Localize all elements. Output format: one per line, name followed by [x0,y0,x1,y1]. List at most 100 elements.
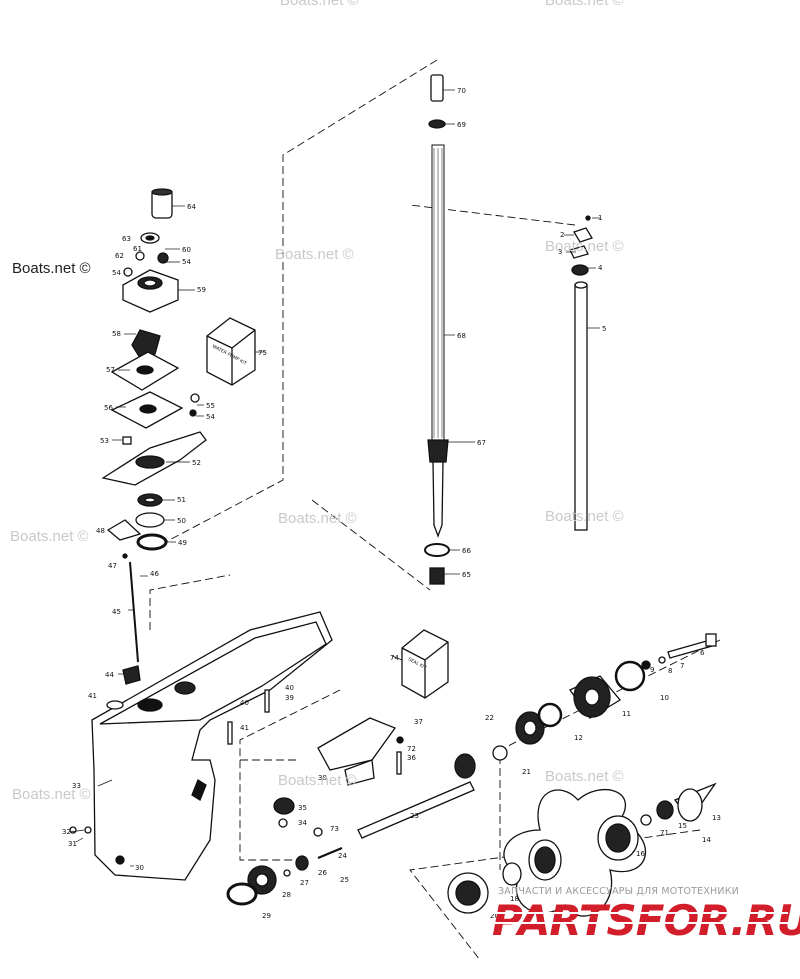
callout-32: 32 [62,828,71,836]
callout-62: 62 [115,252,124,260]
callout-47: 47 [108,562,117,570]
shift-link [122,553,141,685]
watermark-boats-3: Boats.net © [10,528,89,545]
callout-60: 60 [182,246,191,254]
callout-25: 25 [340,876,349,884]
watermark-boats-top-1: Boats.net © [280,0,359,9]
callout-61: 61 [133,245,142,253]
callout-1: 1 [598,214,602,222]
shift-rod-assembly [569,215,593,531]
callout-18: 18 [510,895,519,903]
callout-12: 12 [574,734,583,742]
callout-numbers: 70 69 68 67 66 65 64 63 62 61 60 54 54 5… [62,87,721,920]
water-pump-assembly [101,188,207,551]
watermark-boats-4: Boats.net © [278,510,357,527]
callout-30: 30 [135,864,144,872]
callout-8: 8 [668,667,672,675]
callout-46: 46 [150,570,159,578]
callout-71: 71 [660,829,669,837]
callout-50: 50 [177,517,186,525]
kit-box-water-pump [206,317,256,386]
callout-34: 34 [298,819,307,827]
callout-5: 5 [602,325,606,333]
callout-14: 14 [702,836,711,844]
logo-stripe-2 [488,922,788,924]
callout-73: 73 [330,825,339,833]
callout-63: 63 [122,235,131,243]
propeller-shaft-assembly [357,633,717,839]
watermark-boats-1: Boats.net © [275,246,354,263]
callout-58: 58 [112,330,121,338]
callout-2: 2 [560,231,564,239]
promo-tagline: ЗАПЧАСТИ И АКСЕССУАРЫ ДЛЯ МОТОТЕХНИКИ [498,886,739,897]
callout-33: 33 [72,782,81,790]
callout-65: 65 [462,571,471,579]
callout-59: 59 [197,286,206,294]
callout-26: 26 [318,869,327,877]
callout-54c: 54 [206,413,215,421]
callout-11: 11 [622,710,631,718]
callout-37: 37 [414,718,423,726]
watermark-boats-2: Boats.net © [545,238,624,255]
callout-22: 22 [485,714,494,722]
callout-64: 64 [187,203,196,211]
callout-13: 13 [712,814,721,822]
callout-6: 6 [700,649,705,657]
callout-52: 52 [192,459,201,467]
callout-40b: 40 [285,684,294,692]
propeller-assembly [447,782,717,917]
callout-9: 9 [650,666,654,674]
callout-54b: 54 [112,269,121,277]
callout-28: 28 [282,891,291,899]
callout-40: 40 [240,699,249,707]
callout-48: 48 [96,527,105,535]
watermark-boats-8: Boats.net © [545,768,624,785]
callout-66: 66 [462,547,471,555]
callout-10: 10 [660,694,669,702]
callout-15: 15 [678,822,687,830]
watermark-boats-5: Boats.net © [545,508,624,525]
leader-lines [69,89,600,867]
callout-27: 27 [300,879,309,887]
callout-39: 39 [285,694,294,702]
callout-4: 4 [598,264,603,272]
callout-56: 56 [104,404,113,412]
callout-57: 57 [106,366,115,374]
callout-41: 41 [88,692,97,700]
callout-68: 68 [457,332,466,340]
watermark-boats-7: Boats.net © [278,772,357,789]
logo-stripe-1 [488,912,788,914]
callout-3: 3 [558,248,562,256]
lower-small-parts [69,689,343,906]
callout-41b: 41 [240,724,249,732]
watermark-boats-top-2: Boats.net © [545,0,624,9]
callout-75: 75 [258,349,267,357]
partsfor-logo[interactable]: PARTSFOR.RU [492,896,800,945]
kit-box-seal [401,629,449,699]
gearcase-housing [84,611,333,881]
callout-7: 7 [680,662,684,670]
callout-51: 51 [177,496,186,504]
callout-55: 55 [206,402,215,410]
callout-67: 67 [477,439,486,447]
callout-70: 70 [457,87,466,95]
callout-24: 24 [338,852,347,860]
callout-20: 20 [490,912,499,920]
trim-tab [317,717,404,786]
callout-23: 23 [410,812,419,820]
callout-36: 36 [407,754,416,762]
callout-54: 54 [182,258,191,266]
callout-44: 44 [105,671,114,679]
callout-69: 69 [457,121,466,129]
watermark-boats-6: Boats.net © [12,786,91,803]
watermark-boats-dark: Boats.net © [12,260,91,277]
callout-38: 38 [318,774,327,782]
callout-31: 31 [68,840,77,848]
callout-74: 74 [390,654,399,662]
callout-35: 35 [298,804,307,812]
callout-49: 49 [178,539,187,547]
callout-21: 21 [522,768,531,776]
callout-45: 45 [112,608,121,616]
drive-shaft-assembly [424,74,450,585]
